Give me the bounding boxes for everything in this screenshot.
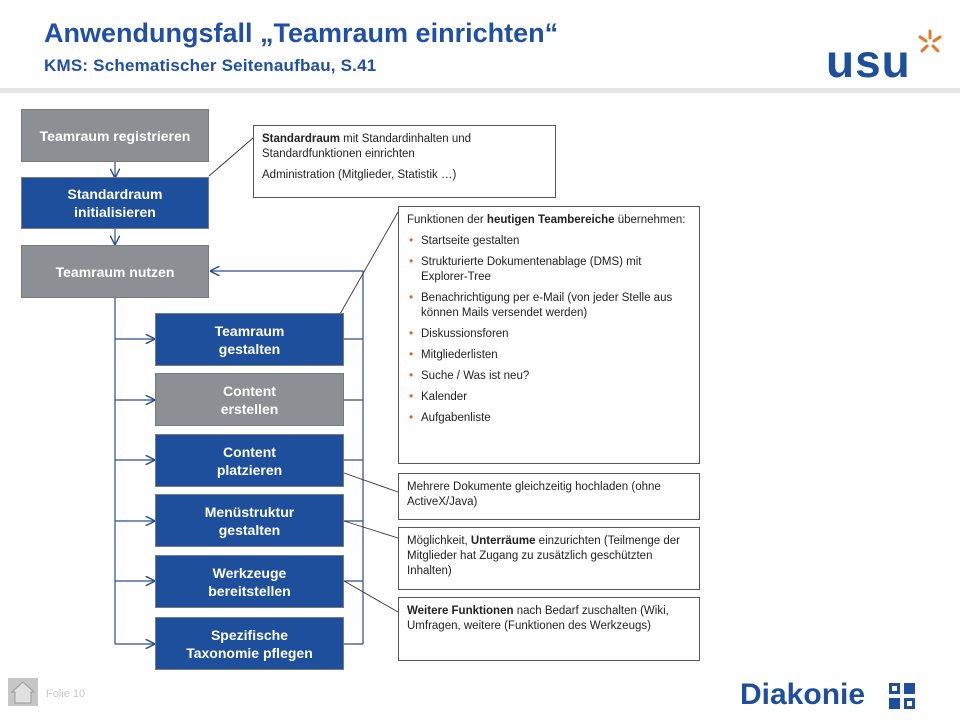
note-standardraum: Standardraum mit Standardinhalten und St… — [253, 125, 556, 198]
step-teamraum-nutzen: Teamraum nutzen — [21, 245, 209, 298]
note-text: einzurichten (Teilmenge der Mitglieder h… — [407, 535, 680, 577]
home-icon[interactable] — [8, 678, 38, 706]
list-item-text: Startseite gestalten — [421, 235, 520, 247]
substep-taxonomie-pflegen: Spezifische Taxonomie pflegen — [155, 617, 344, 670]
note-text: nach Bedarf zuschalten (Wiki, Umfragen, … — [407, 605, 669, 632]
diakonie-logo-text: Diakonie — [740, 678, 866, 711]
step-standardraum-initialisieren: Standardraum initialisieren — [21, 177, 209, 229]
list-item-text: Kalender — [421, 391, 468, 403]
note-weitere-text: Weitere Funktionen nach Bedarf zuschalte… — [407, 604, 691, 634]
note-weitere-funktionen: Weitere Funktionen nach Bedarf zuschalte… — [398, 597, 700, 661]
usu-logo-text: usu — [826, 35, 911, 87]
substep-label: Content erstellen — [220, 382, 279, 417]
note-bold-text: Unterräume — [470, 535, 536, 547]
note-text: Funktionen der — [407, 214, 487, 226]
step-label: Standardraum initialisieren — [67, 186, 163, 220]
list-item: • Aufgabenliste — [407, 410, 691, 426]
note-funktionen-list: • Startseite gestalten • Strukturierte Dok… — [407, 233, 691, 426]
page-title: Anwendungsfall „Teamraum einrichten“ — [44, 18, 559, 48]
list-item-text: Aufgabenliste — [421, 412, 491, 424]
slide-number: Folie 10 — [46, 688, 86, 700]
note-bold-text: Standardraum — [262, 133, 340, 145]
substep-menuestruktur-gestalten: Menüstruktur gestalten — [155, 494, 344, 547]
bullet-icon: • — [409, 368, 414, 382]
usu-logo: usu — [826, 28, 946, 87]
note-upload: Mehrere Dokumente gleichzeitig hochladen… — [398, 473, 700, 520]
note-bold-text: heutigen Teambereiche — [486, 214, 615, 226]
bullet-icon: • — [409, 290, 414, 304]
step-label: Teamraum registrieren — [39, 127, 191, 144]
list-item: • Kalender — [407, 389, 691, 405]
list-item-text: Suche / Was ist neu? — [421, 370, 530, 382]
substep-label: Menüstruktur gestalten — [204, 503, 295, 538]
bullet-icon: • — [409, 254, 414, 268]
usu-logo-star-icon — [918, 29, 942, 53]
note-text: übernehmen: — [614, 214, 686, 226]
note-standardraum-line2: Administration (Mitglieder, Statistik …) — [262, 169, 457, 181]
list-item-text: Mitgliederlisten — [421, 349, 498, 361]
list-item-text: Diskussionsforen — [421, 328, 509, 340]
note-text: Möglichkeit, — [407, 535, 471, 547]
substep-label: Spezifische Taxonomie pflegen — [186, 626, 313, 661]
list-item: • Diskussionsforen — [407, 326, 691, 342]
note-standardraum-line1: Standardraum mit Standardinhalten und St… — [262, 132, 547, 162]
note-unterraeume: Möglichkeit, Unterräume einzurichten (Te… — [398, 527, 700, 590]
substep-content-platzieren: Content platzieren — [155, 434, 344, 487]
substep-content-erstellen: Content erstellen — [155, 373, 344, 426]
list-item-text: Strukturierte Dokumentenablage (DMS) mit… — [421, 256, 642, 283]
substep-werkzeuge-bereitstellen: Werkzeuge bereitstellen — [155, 555, 344, 608]
substep-label: Teamraum gestalten — [214, 322, 285, 357]
note-funktionen-intro: Funktionen der heutigen Teambereiche übe… — [407, 213, 691, 228]
list-item-text: Benachrichtigung per e-Mail (von jeder S… — [421, 292, 673, 319]
note-unterraeume-text: Möglichkeit, Unterräume einzurichten (Te… — [407, 534, 691, 579]
step-label: Teamraum nutzen — [55, 263, 175, 280]
substep-label: Content platzieren — [216, 443, 283, 478]
step-teamraum-registrieren: Teamraum registrieren — [21, 109, 209, 162]
bullet-icon: • — [409, 389, 414, 403]
list-item: • Benachrichtigung per e-Mail (von jeder … — [407, 290, 691, 321]
list-item: • Mitgliederlisten — [407, 347, 691, 363]
note-text: Mehrere Dokumente gleichzeitig hochladen… — [407, 481, 661, 508]
substep-label: Werkzeuge bereitstellen — [208, 564, 291, 599]
page-subtitle: KMS: Schematischer Seitenaufbau, S.41 — [44, 56, 377, 75]
diakonie-cross-icon — [889, 683, 915, 709]
bullet-icon: • — [409, 326, 414, 340]
list-item: • Strukturierte Dokumentenablage (DMS) mi… — [407, 254, 691, 285]
note-bold-text: Weitere Funktionen — [407, 605, 514, 617]
list-item: • Suche / Was ist neu? — [407, 368, 691, 384]
note-text: mit Standardinhalten und Standardfunktio… — [262, 133, 472, 160]
list-item: • Startseite gestalten — [407, 233, 691, 249]
bullet-icon: • — [409, 410, 414, 424]
home-icon-shape — [10, 681, 36, 704]
header-divider — [0, 88, 960, 93]
substep-teamraum-gestalten: Teamraum gestalten — [155, 313, 344, 366]
bullet-icon: • — [409, 233, 414, 247]
bullet-icon: • — [409, 347, 414, 361]
note-funktionen: Funktionen der heutigen Teambereiche übe… — [398, 206, 700, 464]
